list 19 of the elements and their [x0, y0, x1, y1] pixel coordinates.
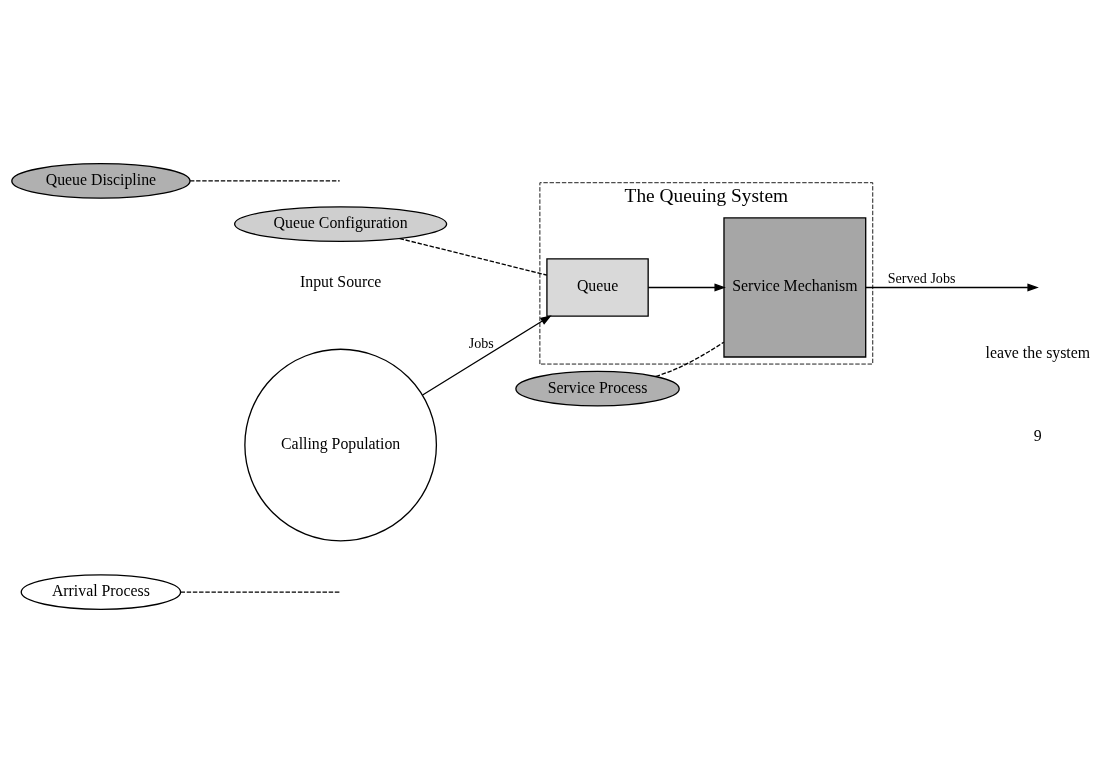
connector — [399, 237, 548, 276]
connector — [189, 179, 341, 182]
label: leave the system — [985, 343, 1091, 361]
connector — [655, 341, 725, 377]
arrow — [421, 314, 552, 396]
arrow — [647, 282, 726, 291]
node-ellipse: Arrival Process — [20, 573, 182, 610]
node-ellipse: Queue Discipline — [11, 162, 191, 199]
label: Input Source — [299, 272, 382, 290]
edge-label: Served Jobs — [887, 269, 956, 286]
node-ellipse: Queue Configuration — [233, 205, 448, 242]
edge-label: Jobs — [468, 334, 494, 351]
node-ellipse: Service Process — [515, 370, 680, 407]
node-circle: Calling Population — [244, 348, 438, 541]
node-box: Service Mechanism — [723, 216, 867, 358]
label: 9 — [1033, 426, 1042, 444]
arrow — [865, 282, 1039, 291]
node-box: Queue — [546, 257, 649, 317]
connector — [180, 590, 341, 593]
